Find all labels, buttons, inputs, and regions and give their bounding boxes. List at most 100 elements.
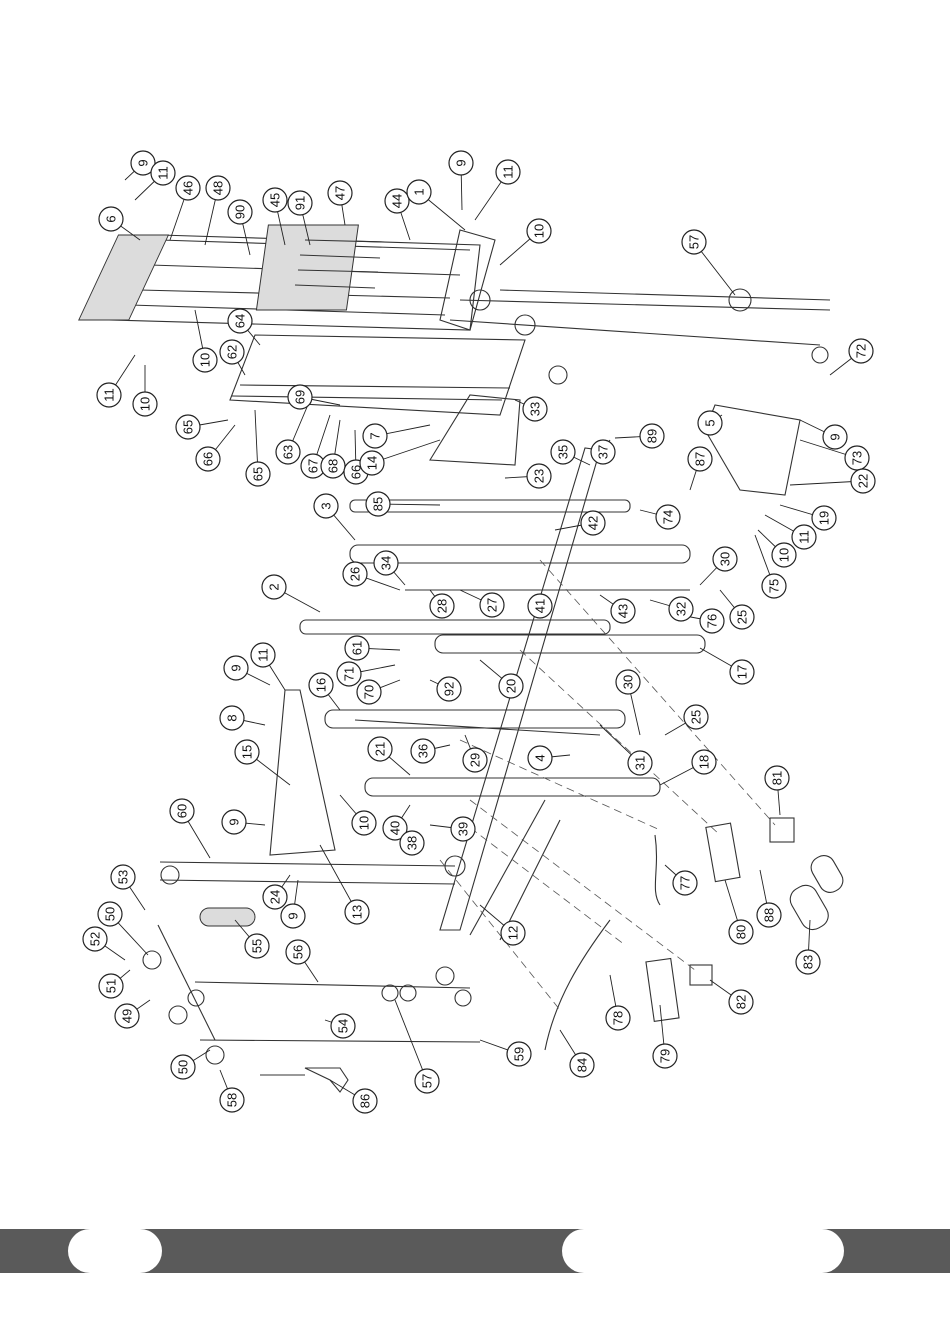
callout-circle <box>764 765 790 791</box>
callout-number: 85 <box>371 497 386 511</box>
callout-circle <box>848 338 874 364</box>
part-callout-6: 6 <box>98 206 124 232</box>
part-callout-18: 18 <box>691 749 717 775</box>
callout-circle <box>362 423 388 449</box>
part-callout-32: 32 <box>668 596 694 622</box>
callout-number: 62 <box>225 345 240 359</box>
callout-circle <box>498 673 524 699</box>
callout-circle <box>280 903 306 929</box>
part-callout-45: 45 <box>262 187 288 213</box>
callout-circle <box>221 809 247 835</box>
callout-circle <box>219 705 245 731</box>
callout-circle <box>729 604 755 630</box>
part-callout-16: 16 <box>308 672 334 698</box>
leader-line <box>319 844 358 913</box>
callout-circle <box>639 423 665 449</box>
callout-number: 60 <box>175 804 190 818</box>
part-callout-30: 30 <box>712 546 738 572</box>
callout-number: 55 <box>250 939 265 953</box>
callout-number: 43 <box>616 604 631 618</box>
callout-number: 48 <box>211 181 226 195</box>
part-callout-48: 48 <box>205 175 231 201</box>
part-callout-20: 20 <box>498 673 524 699</box>
part-callout-68: 68 <box>320 453 346 479</box>
callout-number: 38 <box>405 836 420 850</box>
callout-number: 19 <box>817 511 832 525</box>
callout-number: 9 <box>454 159 469 166</box>
part-callout-70: 70 <box>356 679 382 705</box>
part-callout-19: 19 <box>811 505 837 531</box>
callout-number: 16 <box>314 678 329 692</box>
part-callout-39: 39 <box>450 816 476 842</box>
callout-number: 31 <box>633 756 648 770</box>
callout-circle <box>132 391 158 417</box>
callout-number: 11 <box>156 166 171 180</box>
callout-number: 25 <box>735 610 750 624</box>
callout-circle <box>175 175 201 201</box>
part-callout-60: 60 <box>169 798 195 824</box>
callout-circle <box>262 884 288 910</box>
callout-circle <box>192 347 218 373</box>
part-callout-51: 51 <box>98 973 124 999</box>
callout-circle <box>110 864 136 890</box>
callout-number: 63 <box>281 445 296 459</box>
part-callout-62: 62 <box>219 339 245 365</box>
callout-number: 25 <box>689 710 704 724</box>
callout-number: 72 <box>854 344 869 358</box>
callout-number: 82 <box>734 995 749 1009</box>
callout-circle <box>227 199 253 225</box>
callout-circle <box>728 919 754 945</box>
callout-circle <box>699 608 725 634</box>
part-callout-25: 25 <box>683 704 709 730</box>
part-callout-8: 8 <box>219 705 245 731</box>
callout-number: 9 <box>286 912 301 919</box>
part-callout-37: 37 <box>590 439 616 465</box>
part-callout-31: 31 <box>627 750 653 776</box>
callout-number: 69 <box>293 390 308 404</box>
callout-circle <box>756 902 782 928</box>
callout-circle <box>250 642 276 668</box>
callout-number: 4 <box>533 754 548 761</box>
part-callout-57: 57 <box>681 229 707 255</box>
callout-circle <box>308 672 334 698</box>
callout-circle <box>728 989 754 1015</box>
part-callout-75: 75 <box>761 573 787 599</box>
callout-circle <box>550 439 576 465</box>
callout-circle <box>668 596 694 622</box>
callout-circle <box>384 188 410 214</box>
part-callout-10: 10 <box>132 391 158 417</box>
callout-number: 49 <box>120 1009 135 1023</box>
callout-circle <box>205 175 231 201</box>
part-callout-9: 9 <box>221 809 247 835</box>
part-callout-86: 86 <box>352 1088 378 1114</box>
callout-number: 9 <box>229 664 244 671</box>
part-callout-35: 35 <box>550 439 576 465</box>
callout-circle <box>219 1087 245 1113</box>
part-callout-17: 17 <box>729 659 755 685</box>
callout-circle <box>436 676 462 702</box>
callout-circle <box>605 1005 631 1031</box>
part-callout-78: 78 <box>605 1005 631 1031</box>
part-callout-46: 46 <box>175 175 201 201</box>
callout-number: 57 <box>687 235 702 249</box>
callout-circle <box>175 414 201 440</box>
callout-circle <box>500 920 526 946</box>
callout-circle <box>712 546 738 572</box>
part-callout-11: 11 <box>495 159 521 185</box>
cable-column <box>449 288 831 385</box>
callout-circle <box>244 933 270 959</box>
callout-number: 3 <box>319 502 334 509</box>
callout-number: 11 <box>256 648 271 662</box>
callout-circle <box>448 150 474 176</box>
part-callout-11: 11 <box>250 642 276 668</box>
callout-number: 12 <box>506 926 521 940</box>
callout-number: 34 <box>379 556 394 570</box>
callout-circle <box>261 574 287 600</box>
callout-circle <box>462 747 488 773</box>
page-label-tab-right <box>562 1229 844 1273</box>
callout-number: 10 <box>777 548 792 562</box>
part-callout-13: 13 <box>344 899 370 925</box>
callout-circle <box>495 159 521 185</box>
callout-circle <box>590 439 616 465</box>
